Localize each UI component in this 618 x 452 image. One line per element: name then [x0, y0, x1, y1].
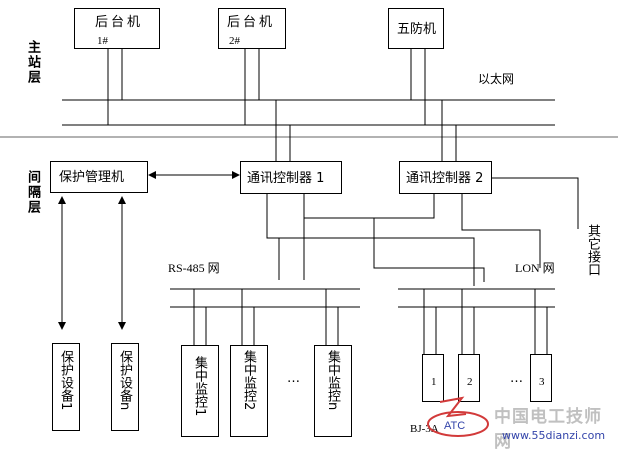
lon-node-3-box: 3 — [530, 354, 552, 402]
lon-node-2-box: 2 — [458, 354, 480, 402]
protection-device-1-box: 保护设备1 — [52, 343, 80, 431]
cc-interconnect — [303, 194, 435, 219]
watermark-site-name: 中国电工技师网 — [494, 407, 602, 452]
cc2-to-lon-c — [461, 194, 541, 268]
lon-node-ellipsis: … — [510, 371, 523, 386]
monitor-n-box: 集中监控n — [314, 345, 352, 437]
arrowhead-down-1 — [58, 322, 66, 330]
server-1-tag: 1# — [97, 35, 108, 47]
rs485-label: RS-485 网 — [168, 261, 220, 275]
arrowhead-left — [148, 171, 156, 179]
comm-controller-2-box: 通讯控制器 2 — [399, 161, 492, 194]
comm-controller-1-box: 通讯控制器 1 — [240, 161, 342, 194]
monitor-ellipsis: … — [287, 371, 300, 386]
lon-bottom-label: BJ-3A — [410, 423, 439, 435]
wufang-name: 五防机 — [397, 22, 437, 37]
wufang-box: 五防机 — [388, 8, 444, 49]
watermark-logo-text: ATC — [444, 420, 465, 432]
protection-device-1-label: 保护设备1 — [58, 350, 73, 411]
watermark-url: www.55dianzi.com — [502, 429, 606, 442]
other-interface-label: 其它接口 — [585, 224, 600, 276]
monitor-2-label: 集中监控2 — [241, 350, 256, 411]
protection-device-n-box: 保护设备n — [111, 343, 139, 431]
lon-node-1-label: 1 — [431, 376, 437, 388]
layer-label-bay: 间隔层 — [10, 170, 55, 215]
watermark-logo: ATC — [427, 396, 489, 437]
server-box-2: 后台机 2# — [218, 8, 286, 49]
monitor-n-label: 集中监控n — [325, 350, 340, 411]
layer-label-main-station-text: 主站层 — [25, 40, 40, 85]
lon-node-2-label: 2 — [467, 376, 473, 388]
protection-device-n-label: 保护设备n — [117, 350, 132, 411]
lon-node-3-label: 3 — [539, 376, 545, 388]
cc-to-lon-b — [373, 218, 485, 282]
lon-node-1-box: 1 — [422, 354, 444, 402]
lon-label: LON 网 — [515, 261, 555, 275]
cc1-to-lon-a — [266, 194, 475, 286]
layer-label-bay-text: 间隔层 — [25, 170, 40, 215]
comm-controller-2-label: 通讯控制器 2 — [406, 171, 484, 186]
protection-manager-box: 保护管理机 — [50, 161, 148, 193]
layer-label-main-station: 主站层 — [10, 40, 55, 85]
ethernet-label: 以太网 — [478, 72, 515, 86]
server-2-name: 后台机 — [227, 15, 276, 30]
protection-manager-label: 保护管理机 — [59, 170, 125, 185]
monitor-1-label: 集中监控1 — [192, 356, 207, 417]
arrowhead-right — [232, 171, 240, 179]
watermark-logo-ring — [427, 411, 489, 437]
arrowhead-up-1 — [58, 196, 66, 204]
arrowhead-down-2 — [118, 322, 126, 330]
watermark-logo-bolt — [439, 396, 467, 418]
monitor-1-box: 集中监控1 — [181, 345, 219, 437]
server-2-tag: 2# — [229, 35, 240, 47]
server-1-name: 后台机 — [95, 15, 144, 30]
other-interface-link — [492, 177, 579, 229]
comm-controller-1-label: 通讯控制器 1 — [247, 171, 325, 186]
server-box-1: 后台机 1# — [74, 8, 160, 49]
monitor-2-box: 集中监控2 — [230, 345, 268, 437]
arrowhead-up-2 — [118, 196, 126, 204]
